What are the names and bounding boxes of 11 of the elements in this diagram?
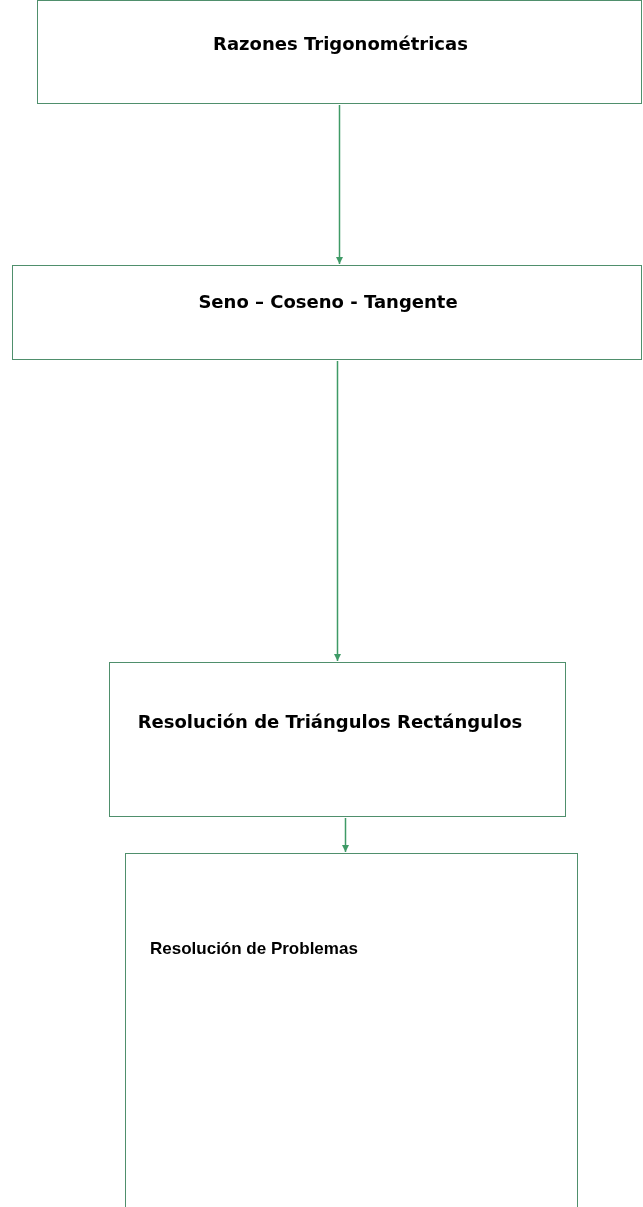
arrow — [335, 104, 344, 265]
box-label: Resolución de Problemas — [150, 938, 359, 960]
box-label: Resolución de Triángulos Rectángulos — [136, 710, 524, 734]
arrow — [333, 360, 342, 662]
process-box — [37, 0, 642, 104]
box-label: Seno – Coseno - Tangente — [197, 290, 459, 314]
arrow — [341, 817, 350, 853]
process-box — [12, 265, 642, 360]
process-box — [125, 853, 578, 1207]
process-box — [109, 662, 566, 817]
box-label: Razones Trigonométricas — [212, 32, 469, 56]
